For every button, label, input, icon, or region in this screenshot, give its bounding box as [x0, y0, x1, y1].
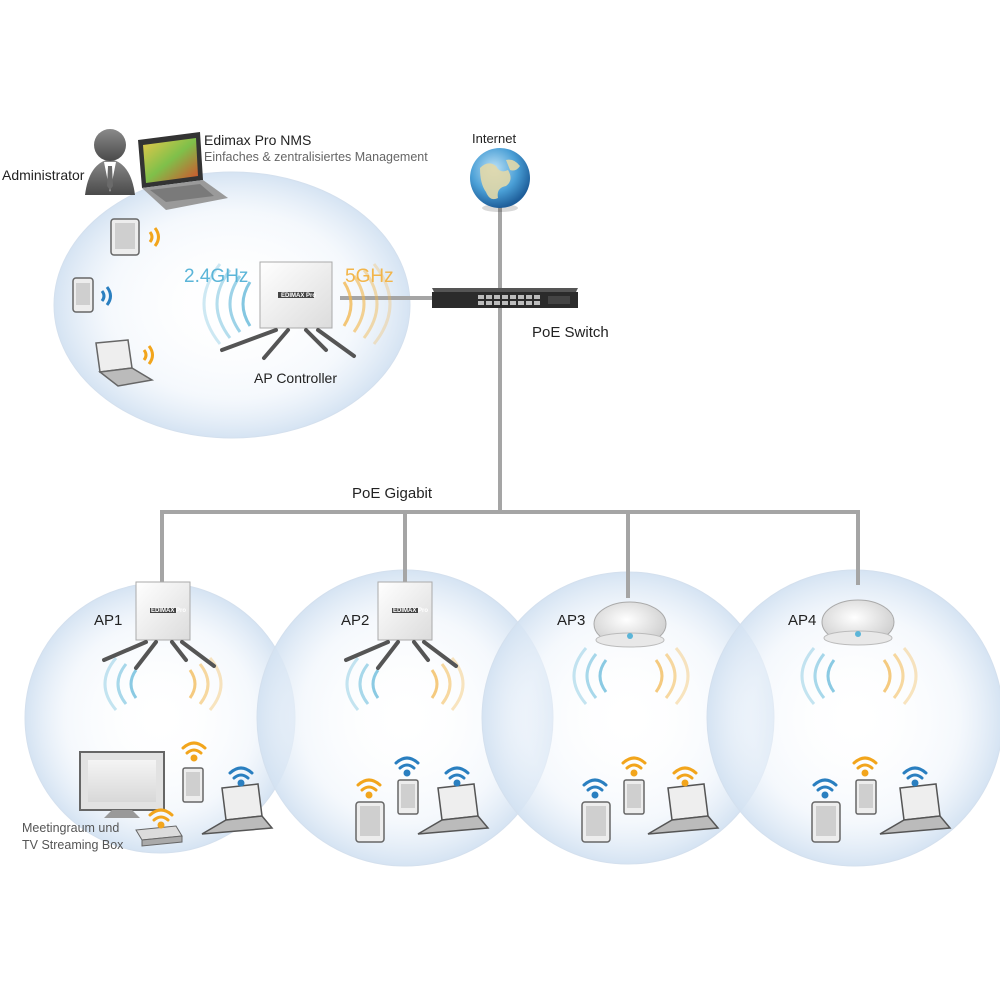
- laptop-icon: [95, 339, 155, 387]
- phone-icon: [397, 779, 419, 815]
- laptop-icon: [879, 783, 952, 835]
- meeting-room-caption: Meetingraum und TV Streaming Box: [22, 820, 142, 854]
- wall-access-point-icon: [202, 261, 392, 360]
- cables: [160, 205, 860, 598]
- network-switch-icon: [432, 288, 578, 308]
- wall-access-point-icon: [102, 581, 223, 711]
- tablet-icon: [110, 218, 140, 256]
- tablet-icon: [355, 801, 385, 843]
- wall-access-point-icon: [344, 581, 465, 711]
- ap-controller-label: AP Controller: [254, 370, 338, 386]
- coverage-bubble-controller: [53, 171, 411, 439]
- poe-gigabit-label: PoE Gigabit: [352, 485, 433, 502]
- phone-icon: [855, 779, 877, 815]
- phone-icon: [623, 779, 645, 815]
- ap4-label: AP4: [788, 612, 817, 629]
- wifi-icon: [100, 227, 160, 365]
- laptop-icon: [138, 132, 228, 210]
- internet-label: Internet: [472, 131, 517, 146]
- svg-text:EDIMAX Pro: EDIMAX Pro: [281, 293, 316, 299]
- phone-icon: [72, 277, 94, 313]
- person-icon: [85, 129, 135, 195]
- svg-text:EDIMAX Pro: EDIMAX Pro: [151, 608, 186, 614]
- ceiling-access-point-icon: [800, 599, 918, 705]
- ap2-label: AP2: [341, 612, 370, 629]
- svg-text:EDIMAX Pro: EDIMAX Pro: [393, 608, 428, 614]
- tablet-icon: [581, 801, 611, 843]
- nms-subtitle: Einfaches & zentralisiertes Management: [204, 150, 428, 164]
- frequency-24ghz-label: 2.4GHz: [184, 266, 249, 287]
- nms-title: Edimax Pro NMS: [204, 132, 312, 148]
- laptop-icon: [201, 783, 274, 835]
- ap1-label: AP1: [94, 612, 123, 629]
- brand-logo: EDIMAX Pro EDIMAX Pro EDIMAX Pro: [151, 293, 428, 614]
- meeting-room-line2: TV Streaming Box: [22, 838, 124, 852]
- frequency-5ghz-label: 5GHz: [345, 266, 394, 287]
- ap3-label: AP3: [557, 612, 586, 629]
- poe-switch-label: PoE Switch: [532, 324, 609, 341]
- tablet-icon: [811, 801, 841, 843]
- laptop-icon: [647, 783, 720, 835]
- tv-icon: [79, 751, 165, 818]
- wifi-icon: [148, 741, 928, 829]
- laptop-icon: [417, 783, 490, 835]
- streaming-box-icon: [135, 825, 183, 847]
- ceiling-access-point-icon: [572, 601, 690, 705]
- phone-icon: [182, 767, 204, 803]
- administrator-label: Administrator: [2, 167, 85, 183]
- meeting-room-line1: Meetingraum und: [22, 821, 120, 835]
- globe-icon: [470, 148, 530, 212]
